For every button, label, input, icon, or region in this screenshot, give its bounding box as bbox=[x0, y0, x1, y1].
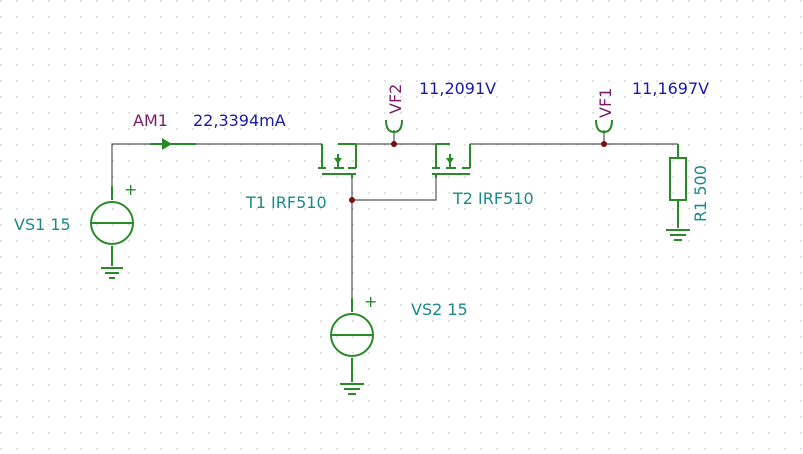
ground-icon bbox=[101, 267, 123, 279]
am1-label: AM1 bbox=[133, 111, 168, 130]
voltmeter-vf2-probe[interactable] bbox=[385, 119, 403, 134]
vs2-label: VS2 15 bbox=[411, 300, 468, 319]
ground-icon bbox=[666, 229, 690, 241]
t2-label: T2 IRF510 bbox=[452, 189, 534, 208]
voltage-source-vs1[interactable]: + bbox=[90, 180, 137, 266]
node-vf2 bbox=[391, 141, 397, 147]
ammeter-am1-symbol[interactable] bbox=[150, 138, 196, 150]
resistor-r1[interactable] bbox=[669, 144, 687, 228]
r1-label: R1 500 bbox=[691, 165, 710, 222]
t1-label: T1 IRF510 bbox=[245, 193, 327, 212]
wire-vs1-to-am1[interactable] bbox=[111, 143, 296, 200]
vf1-label: VF1 bbox=[596, 88, 615, 118]
voltmeter-vf1-probe[interactable] bbox=[595, 119, 613, 134]
ground-icon bbox=[340, 383, 364, 395]
vf1-reading: 11,1697V bbox=[632, 79, 709, 98]
plus-icon: + bbox=[364, 292, 377, 311]
vs1-label: VS1 15 bbox=[14, 215, 71, 234]
wire-gates[interactable] bbox=[351, 178, 437, 201]
mosfet-t1[interactable] bbox=[318, 143, 357, 178]
vf2-reading: 11,2091V bbox=[419, 79, 496, 98]
vf2-label: VF2 bbox=[386, 84, 405, 114]
mosfet-t2[interactable] bbox=[432, 143, 471, 178]
node-vf1 bbox=[601, 141, 607, 147]
node-gate bbox=[349, 197, 355, 203]
plus-icon: + bbox=[124, 180, 137, 199]
am1-reading: 22,3394mA bbox=[193, 111, 286, 130]
voltage-source-vs2[interactable]: + bbox=[330, 292, 377, 382]
